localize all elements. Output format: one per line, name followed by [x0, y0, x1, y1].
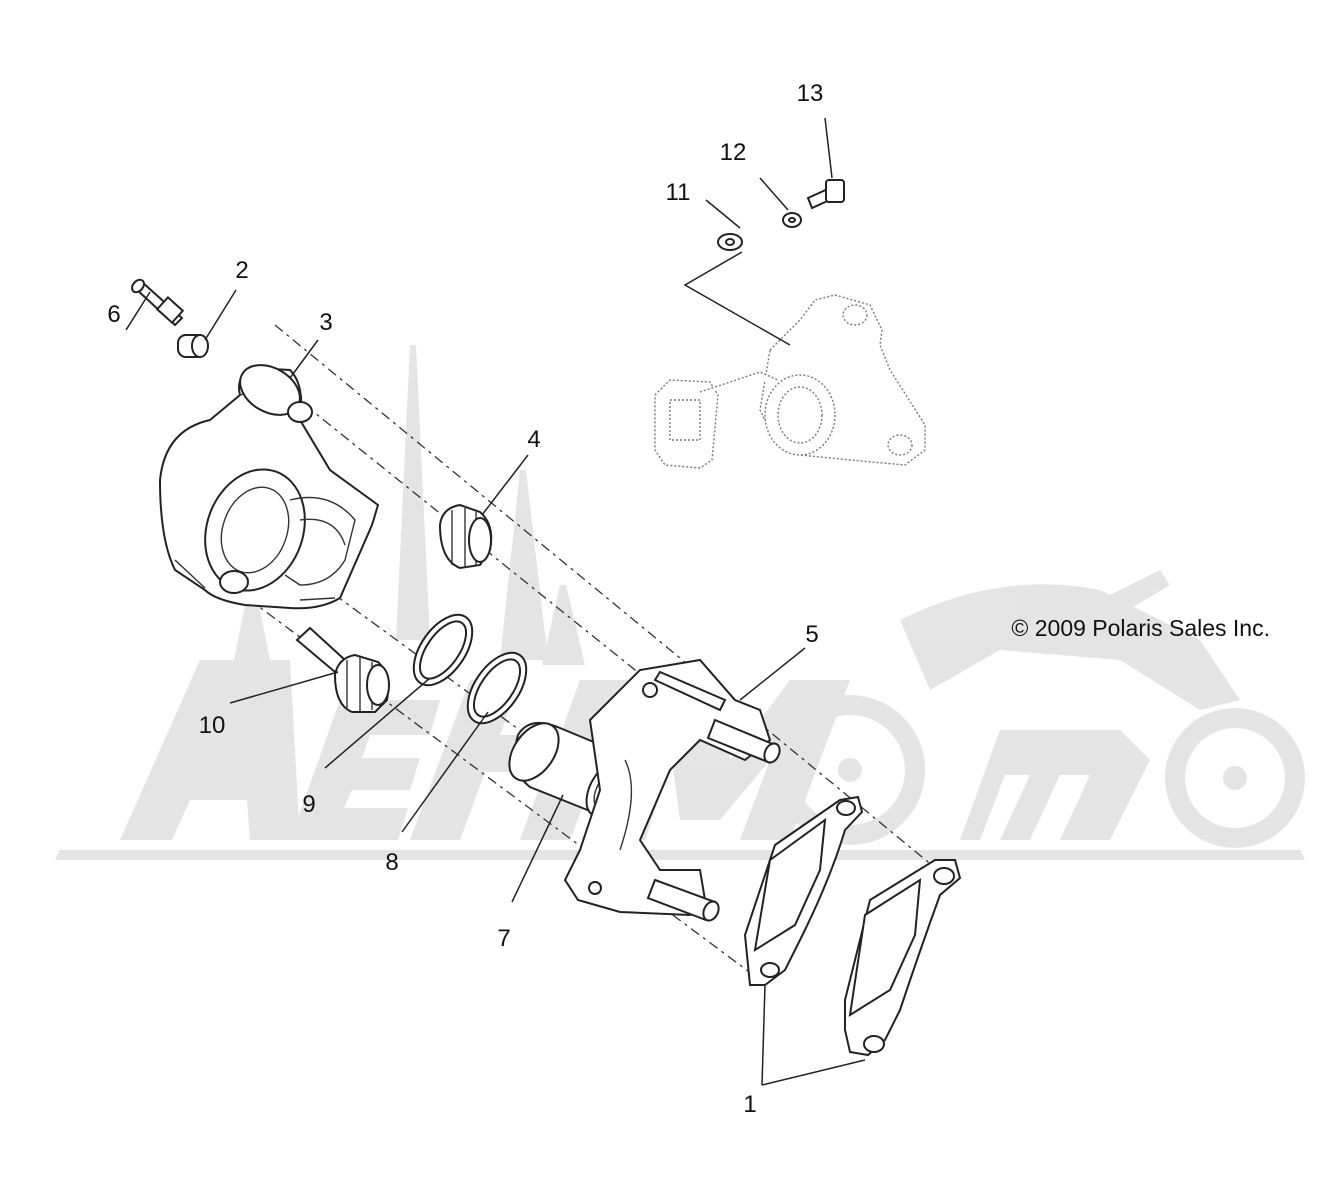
callout-6: 6	[107, 301, 120, 328]
callout-9: 9	[302, 791, 315, 818]
callout-7: 7	[497, 925, 510, 952]
caliper-body	[158, 364, 380, 610]
callout-2: 2	[235, 257, 248, 284]
callout-13: 13	[797, 80, 824, 107]
caliper-bracket	[563, 658, 781, 922]
watermark-logo	[55, 345, 1305, 860]
callout-10: 10	[199, 712, 226, 739]
mounting-bolt	[806, 179, 845, 210]
callout-3: 3	[319, 309, 332, 336]
brake-pad-outer	[844, 859, 962, 1057]
bleeder-screw	[131, 278, 185, 327]
brake-pad-inner	[743, 795, 864, 986]
callout-1: 1	[743, 1091, 756, 1118]
washer-large	[717, 233, 743, 251]
piston-seal	[412, 613, 474, 687]
callout-labels: 2 6 3 4 5 10 9 8 7 1 11 12 13	[107, 80, 823, 1118]
dust-cap	[177, 334, 209, 358]
copyright-notice: © 2009 Polaris Sales Inc.	[1011, 615, 1270, 641]
assembly-centerlines	[229, 324, 951, 981]
callout-11: 11	[666, 179, 691, 206]
pin-boot-upper	[438, 503, 493, 570]
dust-seal	[466, 651, 528, 725]
leader-lines	[125, 117, 866, 1086]
knuckle-reference-view	[654, 294, 926, 469]
callout-4: 4	[527, 426, 540, 453]
callout-8: 8	[385, 849, 398, 876]
pin-boot-lower	[295, 626, 390, 713]
callout-12: 12	[720, 139, 747, 166]
callout-5: 5	[805, 621, 818, 648]
washer-small	[782, 212, 802, 228]
